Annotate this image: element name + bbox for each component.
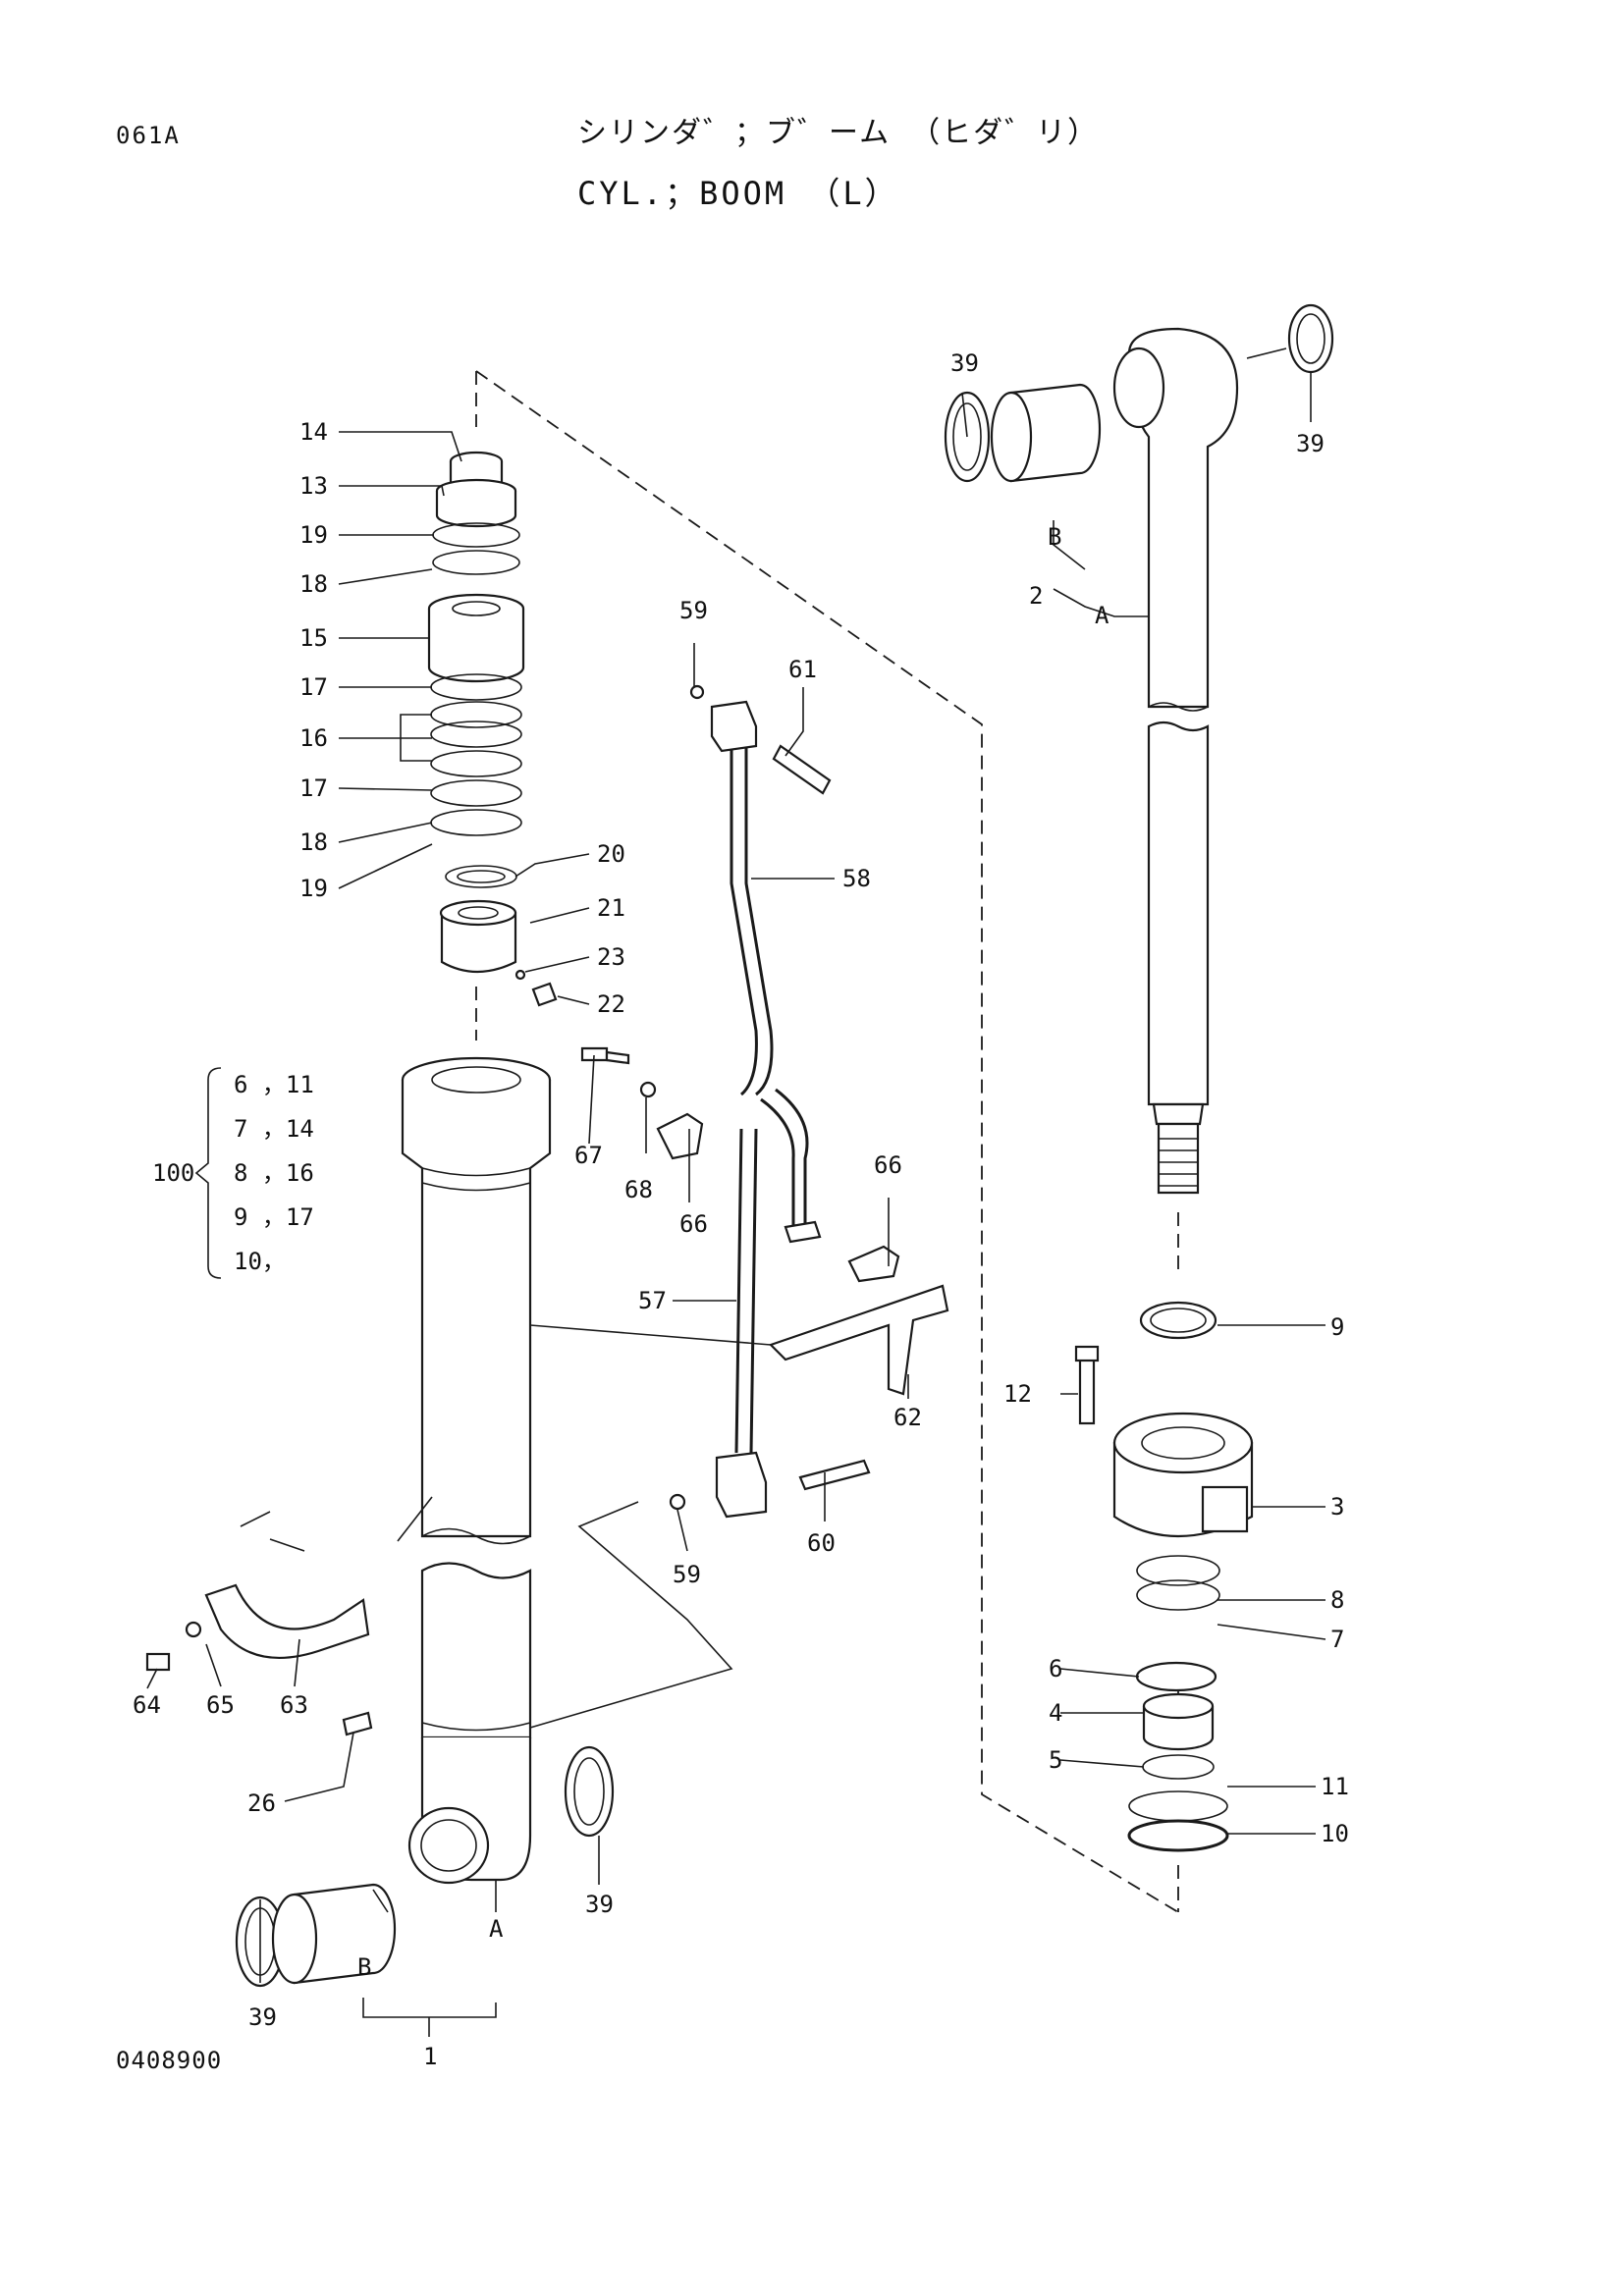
callout-66-right: 66 (874, 1151, 902, 1179)
callout-66-left: 66 (679, 1210, 708, 1238)
callout-68: 68 (624, 1176, 653, 1203)
callout-2: 2 (1029, 582, 1043, 610)
seal-stack (427, 451, 558, 1007)
callout-39-lower-left: 39 (248, 2003, 277, 2031)
callout-19-upper: 19 (299, 521, 328, 549)
callout-60: 60 (807, 1529, 836, 1557)
callout-65: 65 (206, 1691, 235, 1719)
callout-39-upper-left: 39 (950, 349, 979, 377)
callout-21: 21 (597, 894, 625, 922)
callout-59-upper: 59 (679, 597, 708, 624)
letter-a-upper: A (1095, 602, 1109, 629)
callout-11: 11 (1321, 1773, 1349, 1800)
callout-58: 58 (842, 865, 871, 892)
callout-leaders (146, 347, 1326, 2037)
drawing-number: 0408900 (116, 2047, 223, 2074)
kit-row: 8 ，16 (234, 1159, 314, 1187)
seal-kit-group: 100 6 ，11 7 ，14 8 ，16 9 ，17 10， (152, 1067, 314, 1279)
kit-row: 6 ，11 (234, 1071, 314, 1098)
callout-23: 23 (597, 943, 625, 971)
callout-57: 57 (638, 1287, 667, 1314)
callout-6: 6 (1049, 1655, 1062, 1682)
callout-62: 62 (893, 1404, 922, 1431)
callout-9: 9 (1330, 1313, 1344, 1341)
callout-7: 7 (1330, 1626, 1344, 1653)
cylinder-tube (401, 1056, 552, 1885)
callout-14: 14 (299, 418, 328, 446)
callout-20: 20 (597, 840, 625, 868)
page-code: 061A (116, 122, 181, 149)
callout-4: 4 (1049, 1699, 1062, 1727)
callout-labels: 14 13 19 18 15 17 16 17 18 19 20 21 23 2… (133, 349, 1349, 2070)
callout-18-lower: 18 (299, 828, 328, 856)
kit-row: 10， (234, 1248, 286, 1275)
callout-10: 10 (1321, 1820, 1349, 1847)
callout-67: 67 (574, 1142, 603, 1169)
callout-12: 12 (1003, 1380, 1032, 1408)
title-japanese: シリンダ゛；ブ゛ーム （ヒダ゛リ） (577, 116, 1100, 150)
callout-61: 61 (788, 656, 817, 683)
callout-63: 63 (280, 1691, 308, 1719)
callout-13: 13 (299, 472, 328, 500)
piston-rod (1112, 327, 1239, 1195)
callout-8: 8 (1330, 1586, 1344, 1614)
kit-row: 9 ，17 (234, 1203, 314, 1231)
callout-19-lower: 19 (299, 875, 328, 902)
callout-39-upper-right: 39 (1296, 430, 1325, 457)
callout-5: 5 (1049, 1746, 1062, 1774)
callout-16: 16 (299, 724, 328, 752)
rod-head-assembly (1074, 1301, 1254, 1852)
letter-a-lower: A (489, 1915, 504, 1943)
letter-b-upper: B (1048, 523, 1061, 551)
callout-1: 1 (423, 2043, 437, 2070)
callout-3: 3 (1330, 1493, 1344, 1521)
callout-22: 22 (597, 990, 625, 1018)
kit-number: 100 (152, 1159, 194, 1187)
piping-assembly (145, 684, 949, 1736)
kit-row: 7 ，14 (234, 1115, 314, 1143)
letter-b-lower: B (357, 1953, 371, 1981)
callout-59-lower: 59 (673, 1561, 701, 1588)
callout-26: 26 (247, 1789, 276, 1817)
callout-15: 15 (299, 624, 328, 652)
title-english: CYL.；BOOM （L） (577, 175, 899, 212)
callout-17-lower: 17 (299, 774, 328, 802)
callout-39-lower-right: 39 (585, 1891, 614, 1918)
callout-64: 64 (133, 1691, 161, 1719)
callout-17-upper: 17 (299, 673, 328, 701)
callout-18-upper: 18 (299, 570, 328, 598)
